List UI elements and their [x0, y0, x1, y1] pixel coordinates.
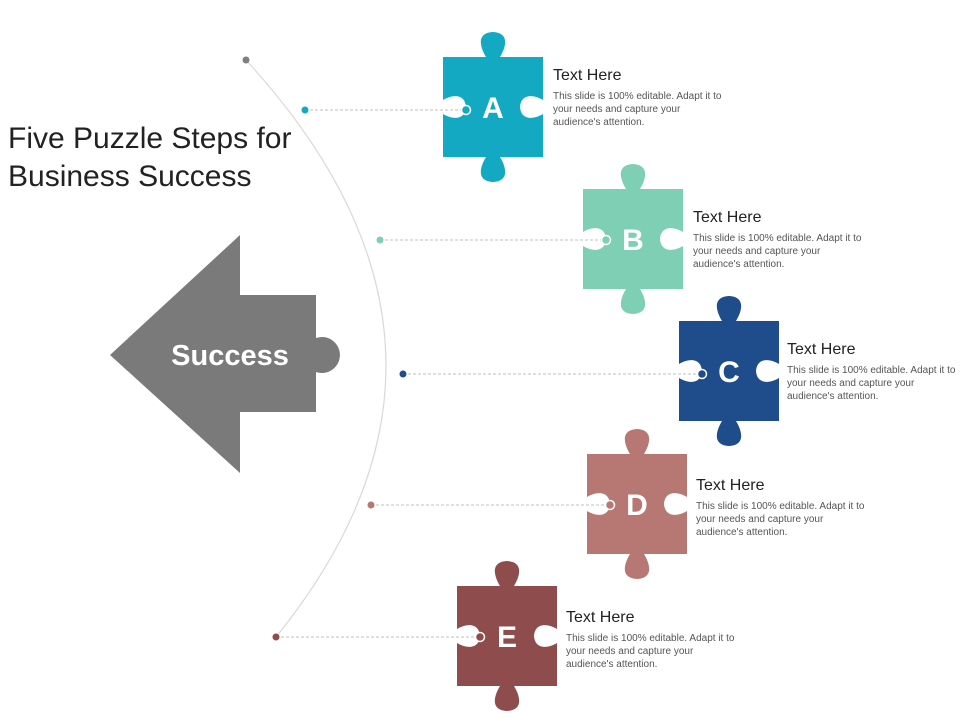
- step-a-connector-ring: [460, 104, 472, 116]
- step-e-arc-dot: [272, 633, 280, 641]
- step-b-puzzle-piece: [583, 164, 683, 314]
- step-d-text: Text Here This slide is 100% editable. A…: [696, 476, 871, 539]
- step-e: E: [272, 561, 557, 711]
- step-d-heading: Text Here: [696, 477, 765, 494]
- step-c-connector-ring: [696, 368, 708, 380]
- step-b-arc-dot: [376, 236, 384, 244]
- step-c: C: [399, 296, 779, 446]
- step-d-arc-dot: [367, 501, 375, 509]
- step-d: D: [367, 429, 687, 579]
- step-d-puzzle-piece: [587, 429, 687, 579]
- step-c-heading: Text Here: [787, 341, 856, 358]
- arrow-shape: [110, 235, 340, 473]
- step-a: A: [301, 32, 543, 182]
- step-b-text: Text Here This slide is 100% editable. A…: [693, 208, 868, 271]
- step-b-heading: Text Here: [693, 209, 762, 226]
- step-c-text: Text Here This slide is 100% editable. A…: [787, 340, 960, 403]
- step-e-puzzle-piece: [457, 561, 557, 711]
- step-d-body: This slide is 100% editable. Adapt it to…: [696, 501, 865, 538]
- step-a-letter: A: [482, 92, 504, 125]
- step-c-arc-dot: [399, 370, 407, 378]
- page-title: Five Puzzle Steps for Business Success: [8, 122, 292, 193]
- step-c-body: This slide is 100% editable. Adapt it to…: [787, 365, 956, 402]
- step-b-body: This slide is 100% editable. Adapt it to…: [693, 233, 862, 270]
- step-a-arc-dot: [301, 106, 309, 114]
- step-e-body: This slide is 100% editable. Adapt it to…: [566, 633, 735, 670]
- step-e-text: Text Here This slide is 100% editable. A…: [566, 608, 741, 671]
- step-e-heading: Text Here: [566, 609, 635, 626]
- success-label: Success: [171, 340, 289, 372]
- step-e-letter: E: [497, 621, 517, 654]
- step-b-connector-ring: [600, 234, 612, 246]
- step-a-heading: Text Here: [553, 67, 622, 84]
- step-d-connector-ring: [604, 499, 616, 511]
- arc-start-dot: [242, 56, 250, 64]
- step-a-text: Text Here This slide is 100% editable. A…: [553, 66, 728, 129]
- step-a-body: This slide is 100% editable. Adapt it to…: [553, 91, 722, 128]
- step-e-connector-ring: [474, 631, 486, 643]
- step-d-letter: D: [626, 489, 648, 522]
- step-a-puzzle-piece: [443, 32, 543, 182]
- success-arrow: Success: [110, 235, 340, 473]
- step-b: B: [376, 164, 683, 314]
- step-b-letter: B: [622, 224, 644, 257]
- step-c-puzzle-piece: [679, 296, 779, 446]
- step-c-letter: C: [718, 356, 740, 389]
- timeline-arc: [245, 59, 387, 638]
